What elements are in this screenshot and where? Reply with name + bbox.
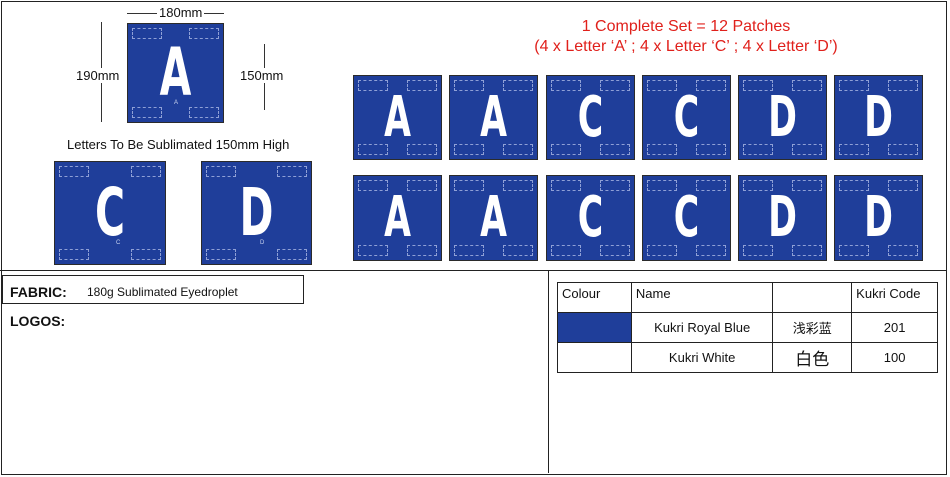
patch-letter: C xyxy=(94,174,126,251)
patch-letter: C xyxy=(577,185,604,250)
patch-letter: A xyxy=(384,84,411,150)
outer-height-dimension: 190mm xyxy=(76,68,120,83)
section-divider xyxy=(0,270,946,271)
sample-patch-a: A A xyxy=(127,23,224,123)
logos-label: LOGOS: xyxy=(10,313,66,329)
set-title: 1 Complete Set = 12 Patches (4 x Letter … xyxy=(500,17,872,57)
sample-patch-c: C C xyxy=(54,161,166,265)
colour-table: Colour Name Kukri Code Kukri Royal Blue … xyxy=(557,282,938,373)
patch-letter: D xyxy=(768,84,797,150)
table-header-row: Colour Name Kukri Code xyxy=(557,282,938,313)
grid-patch: C xyxy=(642,175,731,261)
sample-patch-d: D D xyxy=(201,161,312,265)
grid-patch: A xyxy=(449,175,538,261)
letter-height-dimension: 150mm xyxy=(240,68,284,83)
patch-letter: C xyxy=(673,185,700,250)
grid-patch: A xyxy=(449,75,538,160)
colour-chinese-name: 白色 xyxy=(772,342,853,373)
grid-patch: D xyxy=(738,175,827,261)
grid-patch: A xyxy=(353,175,442,261)
grid-patch: C xyxy=(642,75,731,160)
patch-letter: C xyxy=(577,84,604,150)
patch-letter: D xyxy=(768,185,797,250)
colour-name: Kukri White xyxy=(630,342,774,373)
patch-letter: D xyxy=(864,84,893,150)
patch-letter: A xyxy=(480,185,507,250)
colour-swatch-white xyxy=(557,342,632,373)
patch-letter: A xyxy=(384,185,411,250)
letter-size-caption: Letters To Be Sublimated 150mm High xyxy=(67,137,290,152)
fabric-value: 180g Sublimated Eyedroplet xyxy=(87,285,238,299)
fabric-box xyxy=(2,275,304,304)
colour-code: 201 xyxy=(851,312,938,343)
table-row: Kukri Royal Blue 浅彩蓝 201 xyxy=(557,312,938,343)
patch-letter: D xyxy=(239,174,274,251)
set-title-line2: (4 x Letter ‘A’ ; 4 x Letter ‘C’ ; 4 x L… xyxy=(534,38,838,55)
grid-patch: A xyxy=(353,75,442,160)
grid-patch: D xyxy=(738,75,827,160)
colour-code: 100 xyxy=(851,342,938,373)
patch-letter: C xyxy=(673,84,700,150)
colour-chinese-name: 浅彩蓝 xyxy=(772,312,853,343)
grid-patch: D xyxy=(834,75,923,160)
header-kukri-code: Kukri Code xyxy=(851,282,938,313)
patch-letter: D xyxy=(864,185,893,250)
grid-patch: C xyxy=(546,175,635,261)
grid-patch: C xyxy=(546,75,635,160)
width-dimension: 180mm xyxy=(157,5,205,20)
patch-letter: A xyxy=(159,34,192,111)
patch-letter: A xyxy=(480,84,507,150)
set-title-line1: 1 Complete Set = 12 Patches xyxy=(581,18,791,35)
colour-name: Kukri Royal Blue xyxy=(630,312,774,343)
header-blank xyxy=(772,282,853,313)
fabric-label: FABRIC: xyxy=(10,284,67,300)
header-name: Name xyxy=(630,282,774,313)
table-row: Kukri White 白色 100 xyxy=(557,342,938,373)
grid-patch: D xyxy=(834,175,923,261)
column-divider xyxy=(548,270,549,473)
colour-swatch-royal-blue xyxy=(557,312,632,343)
header-colour: Colour xyxy=(557,282,632,313)
